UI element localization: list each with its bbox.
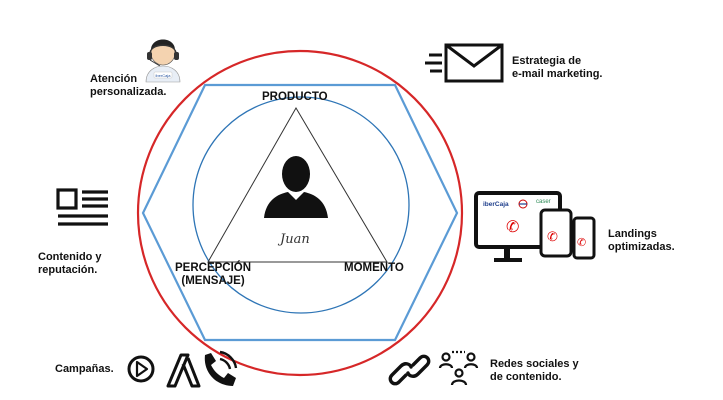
phone-call-icon — [204, 350, 238, 386]
outer-circle — [136, 49, 464, 377]
adwords-icon — [166, 353, 201, 388]
contenido-label: Contenido y reputación. — [38, 251, 102, 276]
ibercaja-brand: iberCaja — [483, 201, 509, 208]
percepcion-label: PERCEPCIÓN (MENSAJE) — [175, 262, 252, 287]
link-icon — [388, 354, 431, 386]
ibercaja-badge-text: iberCaja — [156, 73, 172, 78]
campanas-label: Campañas. — [55, 363, 114, 375]
caser-brand: caser — [536, 199, 551, 205]
person-silhouette-icon — [264, 156, 328, 218]
email-label: Estrategia de e-mail marketing. — [512, 55, 603, 80]
landings-label: Landings optimizadas. — [608, 228, 675, 253]
momento-label: MOMENTO — [344, 262, 404, 274]
signature: Juan — [280, 232, 310, 247]
phone-icon: ✆ — [506, 217, 519, 236]
play-circle-icon — [127, 355, 155, 383]
hexagon — [141, 83, 459, 342]
people-network-icon — [438, 350, 479, 386]
atencion-label: Atención personalizada. — [90, 73, 167, 98]
support-agent-icon: iberCaja — [145, 39, 181, 83]
article-icon — [56, 188, 108, 226]
redes-label: Redes sociales y de contenido. — [490, 358, 579, 383]
svg-text:✆: ✆ — [547, 230, 558, 245]
devices-icon: iberCaja caser ✆ ✆ ✆ — [474, 191, 596, 262]
inner-circle — [192, 96, 410, 314]
svg-text:✆: ✆ — [577, 236, 586, 249]
triangle — [207, 107, 388, 263]
producto-label: PRODUCTO — [262, 91, 328, 103]
envelope-speed-icon — [425, 43, 504, 83]
